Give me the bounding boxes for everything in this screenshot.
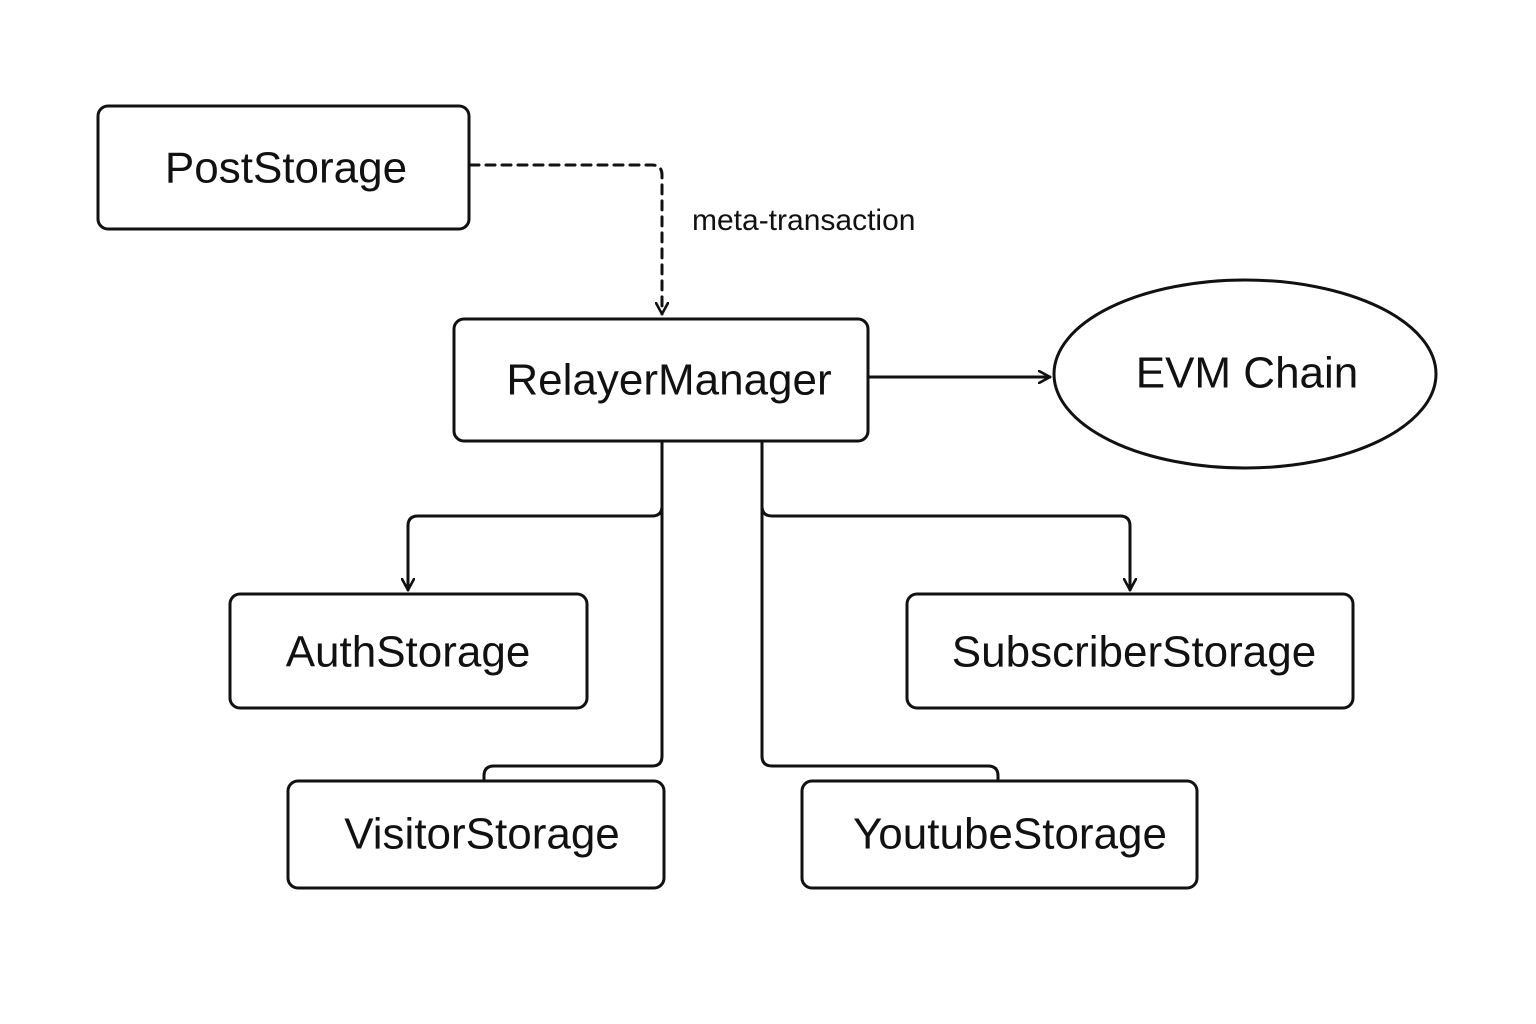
node-visitor-storage[interactable]: VisitorStorage [286, 779, 666, 890]
edge-relayer-to-subscriber [760, 441, 1130, 592]
node-evm-chain-label: EVM Chain [1136, 349, 1359, 398]
node-auth-storage[interactable]: AuthStorage [228, 592, 589, 710]
node-visitor-storage-label: VisitorStorage [344, 810, 620, 859]
edge-relayer-to-auth [408, 441, 664, 592]
node-relayer-manager-label: RelayerManager [506, 356, 831, 405]
node-evm-chain[interactable]: EVM Chain [1052, 278, 1438, 470]
node-post-storage-label: PostStorage [165, 144, 407, 193]
node-youtube-storage-label: YoutubeStorage [853, 810, 1167, 859]
edge-label-meta-transaction: meta-transaction [692, 204, 915, 237]
node-subscriber-storage-label: SubscriberStorage [952, 628, 1316, 677]
node-post-storage[interactable]: PostStorage [96, 104, 471, 231]
edges [408, 163, 1130, 783]
node-relayer-manager[interactable]: RelayerManager [452, 317, 870, 443]
node-youtube-storage[interactable]: YoutubeStorage [800, 779, 1199, 890]
node-subscriber-storage[interactable]: SubscriberStorage [905, 592, 1355, 710]
edge-post-to-relayer [468, 163, 662, 316]
edge-relayer-to-visitor [482, 504, 664, 783]
node-auth-storage-label: AuthStorage [286, 628, 531, 677]
edge-relayer-to-youtube [760, 504, 1000, 783]
